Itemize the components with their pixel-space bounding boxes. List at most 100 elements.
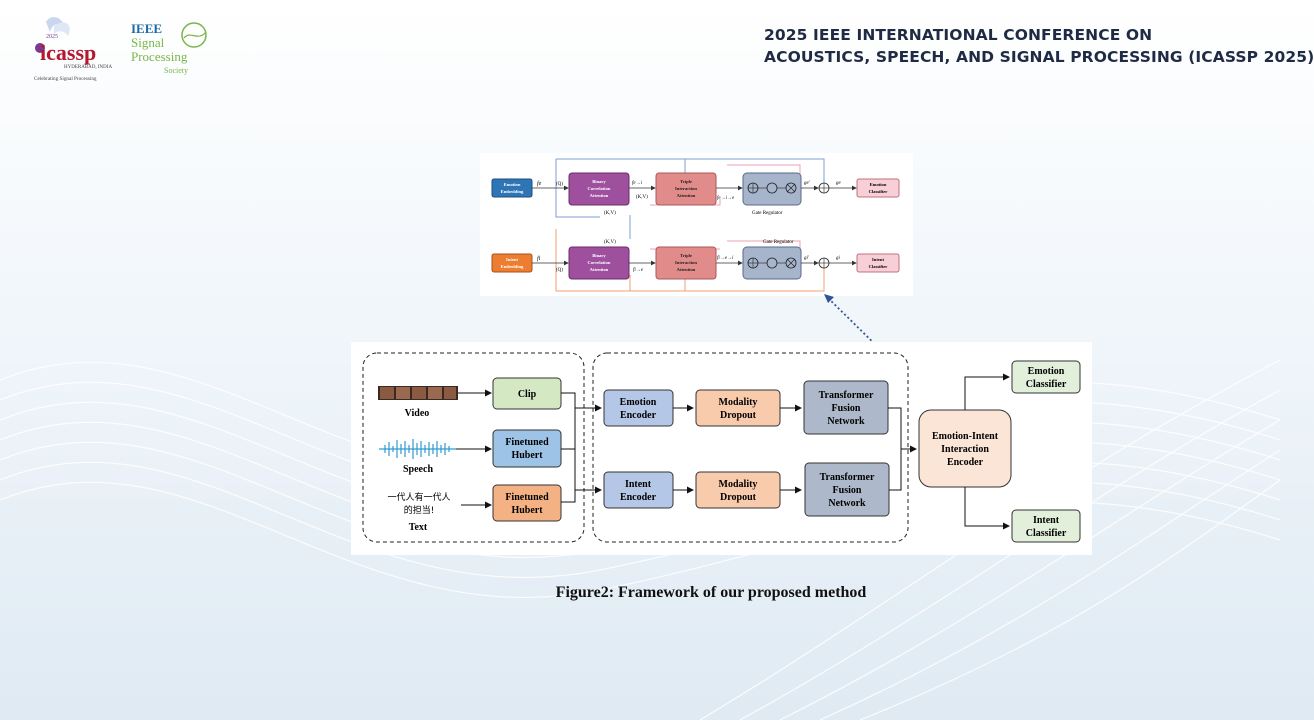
hubert-speech-line2: Hubert xyxy=(511,450,543,461)
label-kv-top: (K,V) xyxy=(604,211,616,216)
binary-attention-top xyxy=(568,172,630,206)
svg-text:Emotion: Emotion xyxy=(504,182,521,187)
text-label: Text xyxy=(409,522,428,533)
transformer-top-line3: Network xyxy=(827,416,865,427)
intent-classifier-top xyxy=(856,253,900,273)
svg-text:Attention: Attention xyxy=(677,267,696,272)
svg-text:Interaction: Interaction xyxy=(675,260,697,265)
label-kv-bottom: (K,V) xyxy=(604,240,616,245)
label-q-bottom: (Q) xyxy=(556,268,563,273)
svg-text:Intent: Intent xyxy=(872,257,884,262)
intent-classifier-line1: Intent xyxy=(1033,515,1060,526)
svg-text:Binary: Binary xyxy=(592,253,606,258)
text-sample-line1: 一代人有一代人 xyxy=(387,491,450,503)
svg-text:Interaction: Interaction xyxy=(675,186,697,191)
label-gi-prime: gi' xyxy=(804,256,810,261)
emotion-classifier-line2: Classifier xyxy=(1026,379,1067,390)
gate-regulator-label-top: Gate Regulator xyxy=(752,211,783,216)
modality-dropout-bottom-line1: Modality xyxy=(719,479,758,490)
label-fe-i-e: fe→i→e xyxy=(717,196,735,201)
gate-regulator-label-bottom: Gate Regulator xyxy=(763,240,794,245)
logo-year: 2025 xyxy=(46,34,58,40)
ieee-sps-logo: IEEE Signal Processing Society xyxy=(131,21,207,75)
svg-text:Intent: Intent xyxy=(506,257,518,262)
hubert-text-box xyxy=(492,484,562,522)
svg-text:Embedding: Embedding xyxy=(501,264,524,269)
encoding-group xyxy=(592,352,909,543)
interaction-encoder-line1: Emotion-Intent xyxy=(932,431,999,442)
svg-text:Attention: Attention xyxy=(677,193,696,198)
logo-wordmark: icassp xyxy=(40,40,96,65)
modality-dropout-top-line2: Dropout xyxy=(720,410,757,421)
label-gi: gi xyxy=(836,256,841,261)
transformer-top-line2: Fusion xyxy=(832,403,861,414)
svg-text:Embedding: Embedding xyxy=(501,189,524,194)
label-ge-prime: ge' xyxy=(804,181,811,186)
label-fi: fi xyxy=(537,255,541,262)
processing-text: Processing xyxy=(131,49,188,64)
feature-extraction-group xyxy=(362,352,585,543)
peacock-icon xyxy=(35,43,45,53)
label-ge: ge xyxy=(836,181,842,186)
svg-text:Attention: Attention xyxy=(590,267,609,272)
video-label: Video xyxy=(405,408,430,419)
intent-classifier-box xyxy=(1011,509,1081,543)
globe-icon xyxy=(181,22,207,48)
interaction-encoder-line2: Interaction xyxy=(941,444,989,455)
intent-encoder-line1: Intent xyxy=(625,479,652,490)
hubert-speech-box xyxy=(492,429,562,468)
svg-text:Classifier: Classifier xyxy=(869,264,888,269)
logo-tagline: Celebrating Signal Processing xyxy=(34,76,97,82)
label-fi-e: fi→e xyxy=(633,268,644,273)
conference-title: 2025 IEEE INTERNATIONAL CONFERENCE ON AC… xyxy=(764,24,1314,68)
svg-text:Attention: Attention xyxy=(590,193,609,198)
text-sample-line2: 的担当! xyxy=(404,504,435,516)
emotion-classifier-top xyxy=(856,178,900,198)
svg-text:Triple: Triple xyxy=(680,179,692,184)
label-kv-top-right: (K,V) xyxy=(636,195,648,200)
speech-label: Speech xyxy=(403,464,433,475)
society-text: Society xyxy=(164,66,188,75)
triple-attention-top xyxy=(655,172,717,206)
svg-text:Triple: Triple xyxy=(680,253,692,258)
intent-classifier-line2: Classifier xyxy=(1026,528,1067,539)
gate-regulator-top xyxy=(742,172,802,206)
ieee-text: IEEE xyxy=(131,21,162,36)
svg-text:Emotion: Emotion xyxy=(870,182,887,187)
conference-title-line2: ACOUSTICS, SPEECH, AND SIGNAL PROCESSING… xyxy=(764,48,1314,66)
modality-dropout-bottom-line2: Dropout xyxy=(720,492,757,503)
emotion-classifier-line1: Emotion xyxy=(1028,366,1065,377)
label-q-top: (Q) xyxy=(556,182,563,187)
emotion-classifier-box xyxy=(1011,360,1081,394)
emotion-encoder-line1: Emotion xyxy=(620,397,657,408)
intent-encoder-line2: Encoder xyxy=(620,492,657,503)
transformer-top-line1: Transformer xyxy=(819,390,874,401)
svg-text:Correlation: Correlation xyxy=(588,186,611,191)
icassp-logo: 2025 icassp HYDERABAD, INDIA Celebrating… xyxy=(34,17,112,82)
hubert-text-line1: Finetuned xyxy=(505,492,549,503)
speech-waveform-icon xyxy=(379,439,456,459)
modality-dropout-top-line1: Modality xyxy=(719,397,758,408)
figure-caption: Figure2: Framework of our proposed metho… xyxy=(555,584,867,601)
interaction-encoder-line3: Encoder xyxy=(947,457,984,468)
svg-text:Correlation: Correlation xyxy=(588,260,611,265)
conference-title-line1: 2025 IEEE INTERNATIONAL CONFERENCE ON xyxy=(764,26,1153,44)
bird-wing-icon xyxy=(46,17,64,32)
logo-location: HYDERABAD, INDIA xyxy=(64,65,112,70)
label-fe-i: fe→i xyxy=(632,181,643,186)
hubert-speech-line1: Finetuned xyxy=(505,437,549,448)
label-fi-e-i: fi→e→i xyxy=(717,256,734,261)
transformer-bottom-line3: Network xyxy=(828,498,866,509)
label-fe: fe xyxy=(537,180,542,187)
framework-figure: Video Speech 一代人有一代人 的担当! Text Clip Fine… xyxy=(351,342,1092,555)
transformer-bottom-line1: Transformer xyxy=(820,472,875,483)
video-frames-icon xyxy=(378,386,458,400)
hubert-text-line2: Hubert xyxy=(511,505,543,516)
transformer-bottom-line2: Fusion xyxy=(833,485,862,496)
interaction-encoder-detail-figure: Emotion Embedding fe (Q) Binary Correlat… xyxy=(480,153,913,296)
svg-text:Binary: Binary xyxy=(592,179,606,184)
emotion-encoder-line2: Encoder xyxy=(620,410,657,421)
svg-text:Classifier: Classifier xyxy=(869,189,888,194)
signal-text: Signal xyxy=(131,35,165,50)
clip-label: Clip xyxy=(518,389,537,400)
